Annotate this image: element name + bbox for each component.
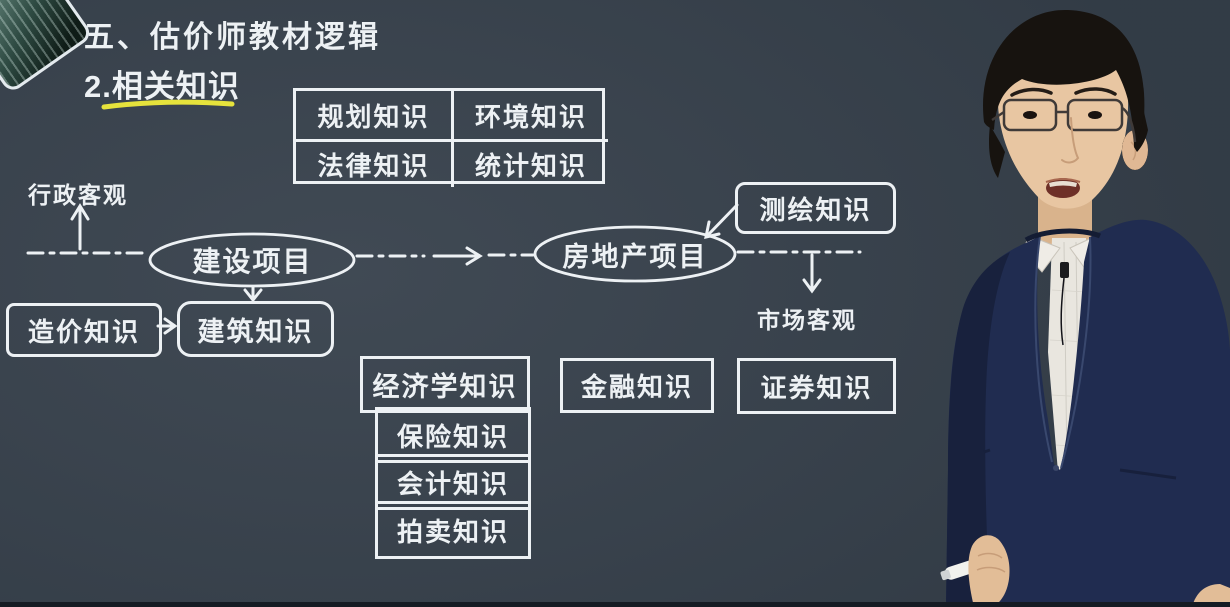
- market-objective-label: 市场客观: [757, 307, 857, 333]
- real-estate-project-node: 房地产项目: [562, 241, 708, 272]
- table-cell-environment: 环境知识: [451, 91, 608, 139]
- admin-objective-label: 行政客观: [28, 182, 128, 208]
- cost-knowledge-box: 造价知识: [6, 303, 162, 357]
- presenter-hair: [983, 9, 1145, 147]
- presenter-glasses-left-lens: [1002, 98, 1058, 132]
- presenter-mic: [1060, 262, 1069, 278]
- presenter-glasses-right-lens: [1066, 98, 1124, 132]
- presenter-left-arm: [946, 252, 1010, 607]
- construction-building-arrow-head: [243, 288, 263, 303]
- building-knowledge-box: 建筑知识: [177, 301, 334, 357]
- presenter-jacket: [946, 219, 1230, 607]
- slide-heading: 五、估价师教材逻辑: [84, 21, 381, 54]
- securities-knowledge-box: 证券知识: [737, 358, 896, 414]
- accounting-knowledge-box: 会计知识: [375, 454, 531, 510]
- insurance-knowledge-box: 保险知识: [375, 407, 531, 463]
- cost-building-arrow-head: [163, 317, 178, 335]
- axis-arrow-head: [465, 246, 483, 266]
- knowledge-table: 规划知识 环境知识 法律知识 统计知识: [293, 88, 608, 187]
- auction-knowledge-box: 拍卖知识: [375, 501, 531, 559]
- construction-project-node: 建设项目: [192, 246, 313, 277]
- slide-subheading: 2.相关知识: [84, 69, 240, 104]
- presenter-right-hand: [1192, 584, 1230, 607]
- table-cell-planning: 规划知识: [317, 101, 430, 132]
- presenter-illustration: [940, 9, 1230, 607]
- corner-cityscape-photo: [0, 0, 94, 95]
- presenter-hand: [940, 535, 1010, 607]
- surveying-knowledge-box: 测绘知识: [735, 182, 896, 234]
- table-cell-law: 法律知识: [296, 139, 451, 187]
- finance-knowledge-box: 金融知识: [560, 358, 714, 413]
- economics-knowledge-box: 经济学知识: [360, 356, 530, 413]
- letterbox-bottom-bar: [0, 602, 1230, 607]
- table-cell-statistics: 统计知识: [451, 139, 608, 187]
- market-arrow-head: [802, 278, 822, 294]
